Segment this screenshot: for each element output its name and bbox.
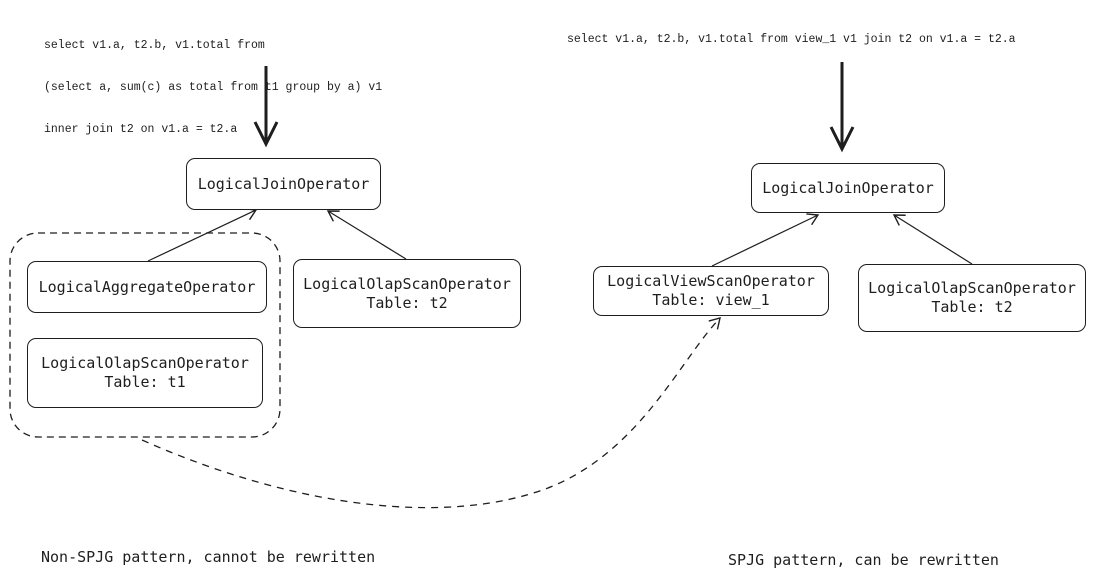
right-scan-t2-name: LogicalOlapScanOperator [868,279,1076,297]
left-sql-line: select v1.a, t2.b, v1.total from [44,39,265,52]
aggregate-node-label: LogicalAggregateOperator [38,277,256,296]
left-scan-t2-name: LogicalOlapScanOperator [303,274,511,293]
view-scan-name: LogicalViewScanOperator [607,272,815,290]
right-query-arrow [829,62,855,153]
scan-t1-name: LogicalOlapScanOperator [41,354,249,372]
left-scan-t2-node: LogicalOlapScanOperator Table: t2 [293,259,521,328]
rewrite-mapping-arrow [141,317,721,509]
left-caption: Non-SPJG pattern, cannot be rewritten [41,548,376,566]
edge-right-scan-t2-to-join [892,214,973,265]
right-join-node-label: LogicalJoinOperator [762,178,934,197]
scan-t1-table: Table: t1 [104,373,186,391]
left-sql-line: (select a, sum(c) as total from t1 group… [44,81,383,94]
right-join-node: LogicalJoinOperator [751,163,945,213]
edge-view-scan-to-join [711,213,820,267]
left-sql-line: inner join t2 on v1.a = t2.a [44,123,238,136]
left-join-node-label: LogicalJoinOperator [197,174,370,193]
aggregate-node: LogicalAggregateOperator [27,261,267,313]
view-scan-table: Table: view_1 [652,291,770,309]
right-sql-query: select v1.a, t2.b, v1.total from view_1 … [567,33,1016,46]
scan-t1-node: LogicalOlapScanOperator Table: t1 [27,338,263,408]
right-scan-t2-node: LogicalOlapScanOperator Table: t2 [858,264,1086,332]
left-join-node: LogicalJoinOperator [186,158,381,210]
right-scan-t2-table: Table: t2 [931,298,1013,316]
non-spjg-subtree-group [9,232,281,438]
edge-aggregate-to-join [147,208,258,262]
left-scan-t2-table: Table: t2 [366,293,448,312]
edge-left-scan-t2-to-join [326,210,407,260]
view-scan-node: LogicalViewScanOperator Table: view_1 [593,266,829,316]
left-sql-query: select v1.a, t2.b, v1.total from (select… [44,11,382,151]
left-query-arrow [253,66,279,148]
right-caption: SPJG pattern, can be rewritten [728,551,999,569]
